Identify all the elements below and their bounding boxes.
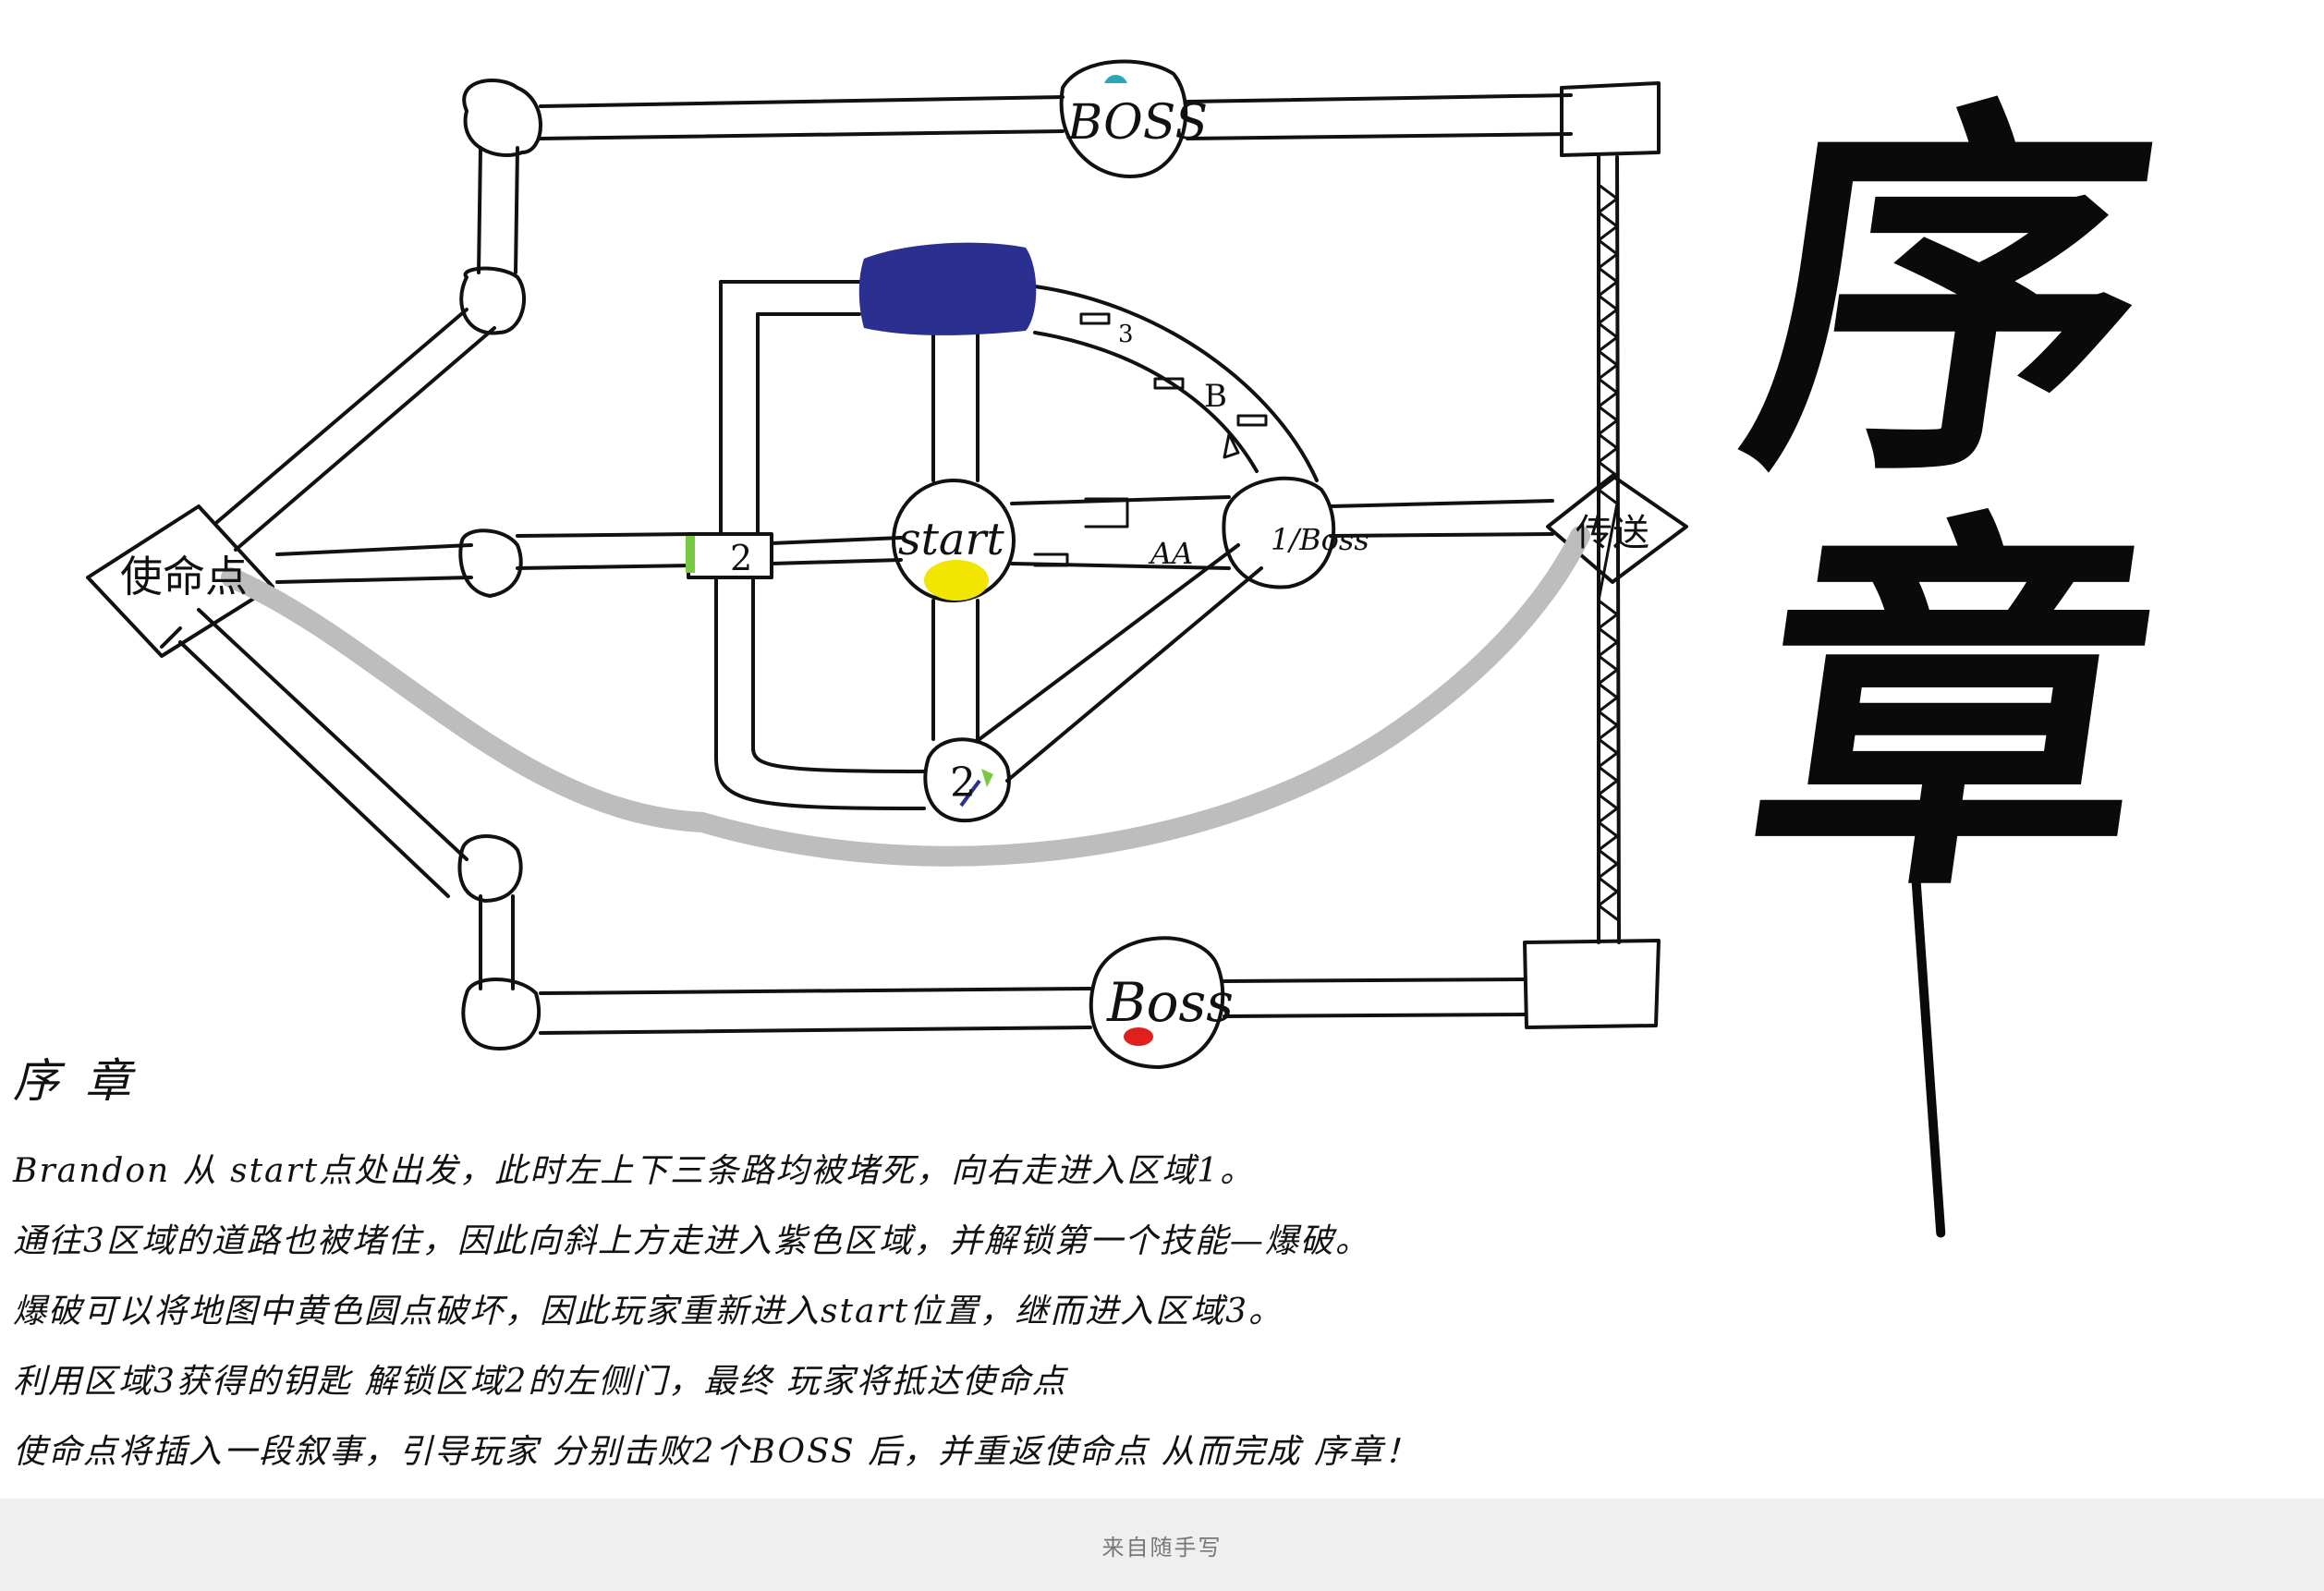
middle-left-corridor [275, 532, 695, 584]
aa-label: AA [1148, 536, 1193, 571]
box-bottom-right [1523, 939, 1661, 1029]
red-marker [1124, 1027, 1153, 1046]
left-bottom-vertical [178, 608, 515, 990]
boss-top-circle [1059, 59, 1188, 178]
node-left-lower [457, 834, 523, 903]
area-1-boss-circle [1222, 476, 1336, 589]
node-left-upper [459, 266, 527, 335]
boss-bottom-label: Boss [1106, 971, 1234, 1034]
title-brush-char-2: 章 [1728, 483, 2181, 939]
footer-bar: 来自随手写 [0, 1499, 2324, 1591]
green-marker-left [686, 536, 695, 573]
node-left-middle [458, 528, 523, 598]
node-top-left [462, 79, 542, 157]
level-map-diagram: BOSS Boss 使命点 传送 start 2 2 1/Boss 3 AA B [86, 59, 1688, 1069]
box-top-right [1560, 81, 1661, 157]
purple-area [858, 242, 1037, 335]
teal-marker [1104, 75, 1127, 83]
start-label: start [898, 514, 1004, 565]
area-3-label: 3 [1118, 321, 1134, 348]
notes-heading: 序 章 [13, 1054, 137, 1108]
area-2-bottom-circle [923, 737, 1011, 823]
start-circle [892, 479, 1016, 602]
bottom-corridor [539, 978, 1527, 1035]
b-label: B [1204, 378, 1227, 415]
zigzag-wall [1597, 183, 1619, 921]
boss-top-label: BOSS [1066, 95, 1208, 151]
area-2-bottom-label: 2 [950, 759, 976, 807]
notes-line-4: 利用区域3获得的钥匙 解锁区域2的左侧门，最终 玩家将抵达使命点 [13, 1363, 1067, 1401]
boss-bottom-circle [1089, 936, 1225, 1069]
start-vertical-corridor [931, 326, 979, 741]
notes-block: 序 章 Brandon 从 start点处出发，此时左上下三条路均被堵死，向右走… [13, 1044, 1420, 1488]
footer-source-text: 来自随手写 [1101, 1534, 1223, 1561]
title-brush-char-1: 序 [1723, 67, 2176, 523]
left-top-vertical [215, 146, 519, 552]
notes-line-1: Brandon 从 start点处出发，此时左上下三条路均被堵死，向右走进入区域… [13, 1152, 1256, 1190]
return-path [221, 526, 1590, 867]
notes-line-5: 使命点将插入一段叙事，引导玩家 分别击败2个BOSS 后，并重返使命点 从而完成… [13, 1433, 1420, 1471]
area-2-left-label: 2 [730, 538, 752, 578]
notes-line-3: 爆破可以将地图中黄色圆点破坏，因此玩家重新进入start位置，继而进入区域3。 [13, 1293, 1284, 1330]
yellow-point [924, 560, 989, 601]
mission-point-label: 使命点 [120, 552, 248, 601]
green-marker-bottom [981, 769, 993, 787]
top-corridor [539, 93, 1573, 140]
notes-line-2: 通往3区域的道路也被堵住，因此向斜上方走进入紫色区域，并解锁第一个技能—爆破。 [13, 1222, 1370, 1260]
teleport-label: 传送 [1576, 512, 1649, 554]
teleport-diamond [1546, 474, 1688, 584]
area-1-boss-label: 1/Boss [1271, 522, 1369, 557]
node-bottom-left [461, 978, 541, 1051]
